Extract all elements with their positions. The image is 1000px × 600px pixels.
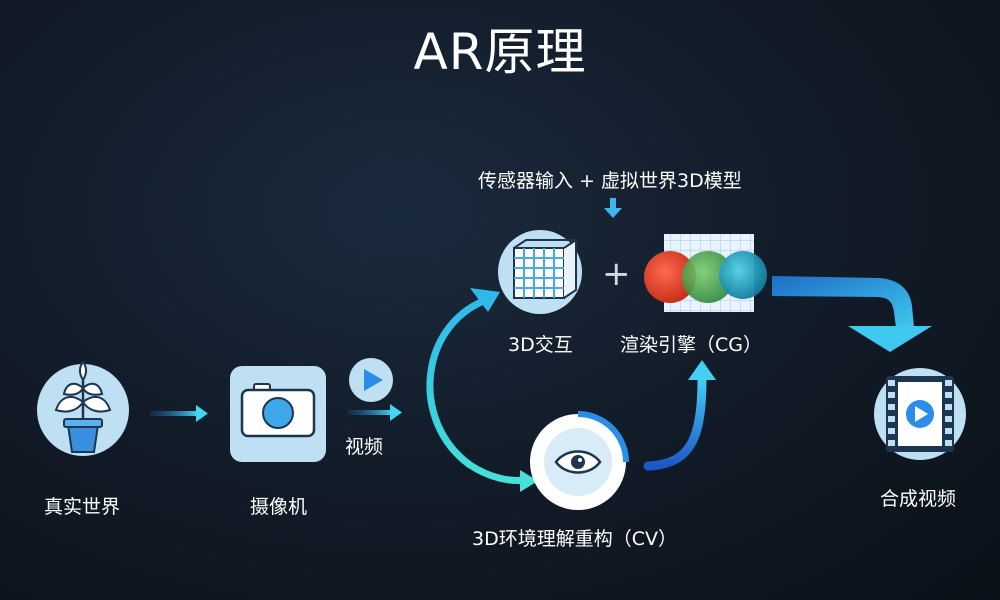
label-video: 视频 [345,436,384,458]
label-cv: 3D环境理解重构（CV） [472,528,677,550]
plant-icon [54,360,112,453]
label-render-engine: 渲染引擎（CG） [620,334,762,356]
arrow-cv-to-render [643,360,716,471]
page-title: AR原理 [413,23,587,81]
interaction-node [498,230,582,314]
composite-node [874,368,966,460]
arrow-camera-to-video [348,404,402,421]
play-icon [915,406,928,422]
real-world-node [37,360,129,456]
arrow-input-down [604,198,622,218]
grid-cube-icon [513,238,577,299]
label-composite: 合成视频 [880,488,957,510]
plus-sign: + [602,254,631,294]
camera-node [230,366,326,462]
label-interaction: 3D交互 [508,334,573,356]
input-label: 传感器输入 + 虚拟世界3D模型 [478,170,742,192]
arrow-realworld-to-camera [150,405,208,422]
film-icon [886,376,954,452]
green-ball [682,251,734,303]
eye-icon [554,450,602,474]
cv-node [530,411,629,510]
curve-arrow-left [426,288,538,492]
video-play-node [349,358,393,402]
render-engine-node [644,234,767,312]
teal-ball [719,251,767,299]
label-real-world: 真实世界 [44,496,121,518]
camera-icon [240,383,316,438]
red-ball [644,251,696,303]
arrow-render-to-composite [772,276,932,352]
play-icon [364,369,383,391]
label-camera: 摄像机 [250,496,308,518]
